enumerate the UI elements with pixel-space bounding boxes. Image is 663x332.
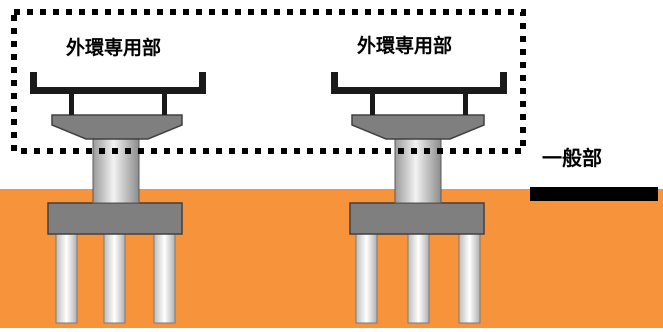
right-pile-1 [355, 232, 378, 324]
right-pile-2 [407, 232, 430, 324]
left-girder-1 [69, 93, 74, 115]
right-pile-3 [458, 232, 481, 324]
left-pier-cap [51, 114, 183, 140]
left-deck [30, 72, 206, 94]
label-exterior-right: 外環専用部 [357, 35, 453, 57]
exterior-section-highlight [11, 9, 526, 154]
right-footing [349, 202, 485, 235]
right-deck [331, 72, 507, 94]
right-girder-1 [370, 93, 375, 115]
label-exterior-left: 外環専用部 [66, 37, 162, 59]
right-pier-cap [351, 114, 485, 140]
left-girder-2 [162, 93, 167, 115]
right-girder-2 [463, 93, 468, 115]
label-general-section: 一般部 [542, 146, 602, 170]
left-footing [47, 202, 183, 235]
left-pile-1 [55, 232, 78, 324]
left-pile-2 [103, 232, 126, 324]
right-pier [331, 72, 507, 324]
left-pile-3 [153, 232, 176, 324]
general-road-deck [530, 187, 658, 201]
left-pier [30, 72, 206, 324]
